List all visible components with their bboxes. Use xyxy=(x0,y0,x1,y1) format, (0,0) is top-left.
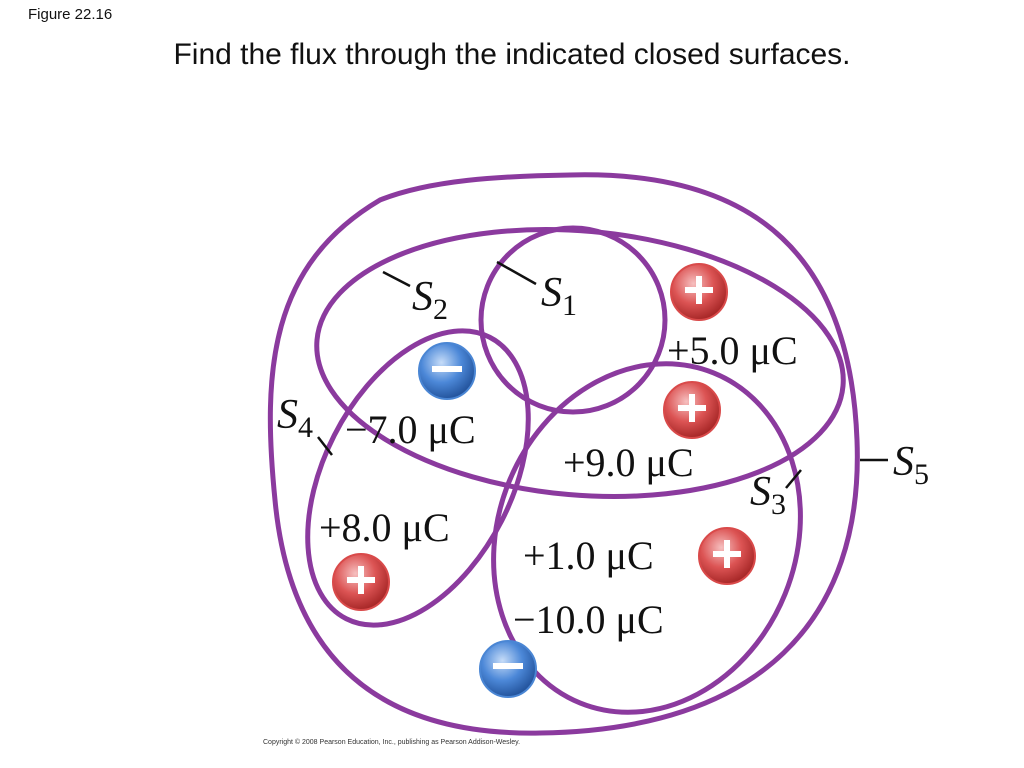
surface-label-s3: S3 xyxy=(750,469,786,521)
surface-s4 xyxy=(305,328,531,628)
surface-label-s4: S4 xyxy=(277,392,313,444)
leader-line-s1 xyxy=(496,260,537,286)
positive-charge-q1 xyxy=(670,263,728,321)
leader-line-s4 xyxy=(317,436,333,456)
positive-charge-q3 xyxy=(663,381,721,439)
surface-s3 xyxy=(491,361,803,715)
surface-label-s5: S5 xyxy=(893,439,929,491)
surface-label-s1: S1 xyxy=(541,270,577,322)
charge-label-q1: +5.0 μC xyxy=(667,328,798,373)
charge-label-q6: −10.0 μC xyxy=(513,597,664,642)
surface-s1 xyxy=(478,225,668,415)
surface-label-s2: S2 xyxy=(412,274,448,326)
charge-label-q4: +8.0 μC xyxy=(319,505,450,550)
surface-s5 xyxy=(267,172,860,736)
negative-charge-q2 xyxy=(418,342,476,400)
positive-charge-q4 xyxy=(332,553,390,611)
charge-label-q3: +9.0 μC xyxy=(563,440,694,485)
page-title: Find the flux through the indicated clos… xyxy=(173,38,851,71)
figure-label: Figure 22.16 xyxy=(28,6,113,23)
charge-label-q2: −7.0 μC xyxy=(345,407,476,452)
negative-charge-q6 xyxy=(479,640,537,698)
positive-charge-q5 xyxy=(698,527,756,585)
leader-line-s2 xyxy=(382,270,411,288)
charge-label-q5: +1.0 μC xyxy=(523,533,654,578)
leader-line-s3 xyxy=(785,469,802,489)
copyright-notice: Copyright © 2008 Pearson Education, Inc.… xyxy=(263,739,521,746)
